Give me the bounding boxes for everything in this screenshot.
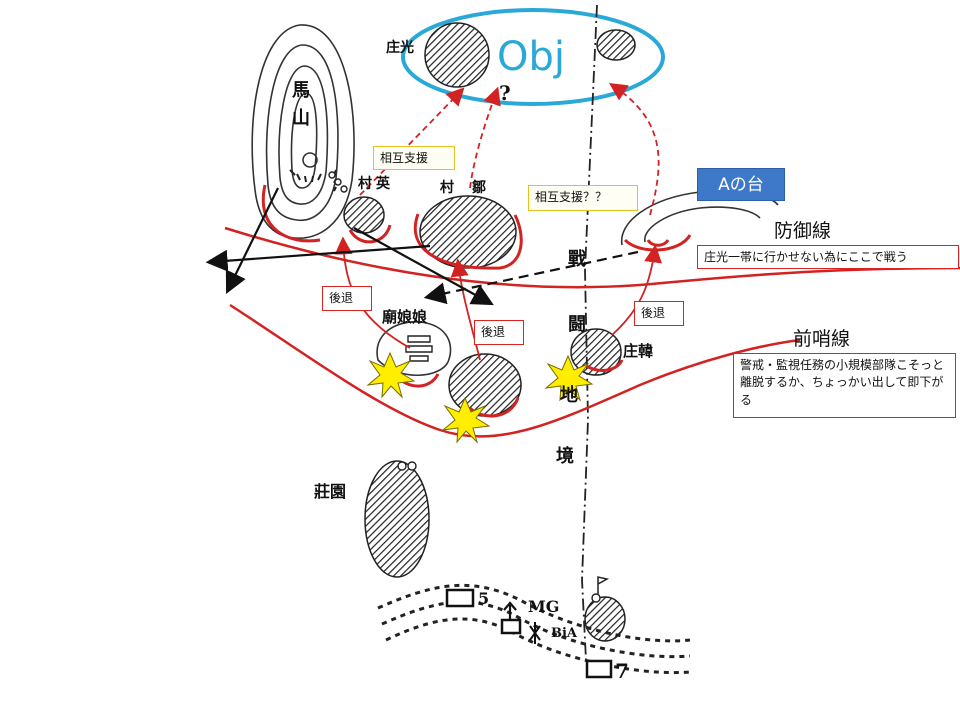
souen-label: 莊園 [314, 482, 346, 501]
outpost-line [229, 303, 801, 438]
nyanya-label: 廟娘娘 [382, 308, 428, 326]
retreat-note-3: 後退 [634, 301, 684, 326]
souen-village [364, 460, 430, 578]
defense-line-label: 防御線 [774, 220, 832, 242]
question-mark: ? [499, 81, 511, 105]
unit-5-label: 5 [478, 589, 489, 608]
explosion-icons [366, 351, 594, 444]
dashed-red-arrows [359, 83, 660, 216]
defense-line-note: 庄光一帯に行かせない為にここで戦う [697, 245, 959, 269]
temple-contour [376, 321, 452, 377]
mg-label: MG [528, 597, 559, 616]
mayama-summit-ring [302, 152, 318, 168]
senti-label-3: 地 [560, 384, 578, 406]
retreat-note-2: 後退 [474, 320, 524, 345]
artillery-icon [529, 622, 541, 644]
retreat-note-1: 後退 [322, 286, 372, 311]
obj-label: Obj [497, 34, 565, 80]
northeast-village [596, 29, 636, 61]
battle-boundary-line [581, 4, 598, 661]
temple-building-icon [405, 335, 433, 362]
mutual-support-note-1: 相互支援 [373, 146, 455, 170]
mg-arrow-icon [503, 601, 517, 620]
outpost-line-label: 前哨線 [793, 328, 851, 350]
a-plateau-label: Aの台 [697, 168, 785, 201]
unit-symbols [445, 588, 613, 679]
mayama-label-1: 馬 [292, 80, 310, 101]
bia-label: BiA [551, 626, 578, 641]
muraei-label-2: 英 [375, 175, 391, 192]
hill-hachures [289, 169, 337, 192]
senti-label-2: 闘 [568, 314, 586, 335]
mutual-support-note-2: 相互支援？？ [528, 185, 638, 211]
muragou-label-2: 鄒 [471, 179, 486, 196]
muraei-village [343, 196, 385, 234]
muragou-label-1: 村 [440, 179, 454, 196]
mayama-hill-contours [251, 24, 355, 239]
muraei-label-1: 村 [358, 175, 372, 192]
outpost-line-note: 警戒・監視任務の小規模部隊こそっと離脱するか、ちょっかい出して即下がる [733, 353, 956, 418]
mayama-label-2: 山 [292, 108, 310, 129]
objective-ellipse [401, 8, 665, 106]
unit-7-label: 7 [615, 659, 629, 683]
senti-label-1: 戰 [568, 249, 586, 270]
shoko-label: 庄光 [386, 39, 414, 56]
shoko-village [424, 22, 490, 88]
flag-icon [597, 576, 610, 594]
dashed-black-arrow [423, 250, 639, 305]
black-arrows [205, 187, 494, 306]
south-village [584, 596, 626, 642]
shoka-village [570, 328, 622, 376]
village-markers [328, 171, 601, 603]
shoka-label: 庄韓 [623, 342, 653, 360]
senti-label-4: 境 [556, 445, 574, 467]
